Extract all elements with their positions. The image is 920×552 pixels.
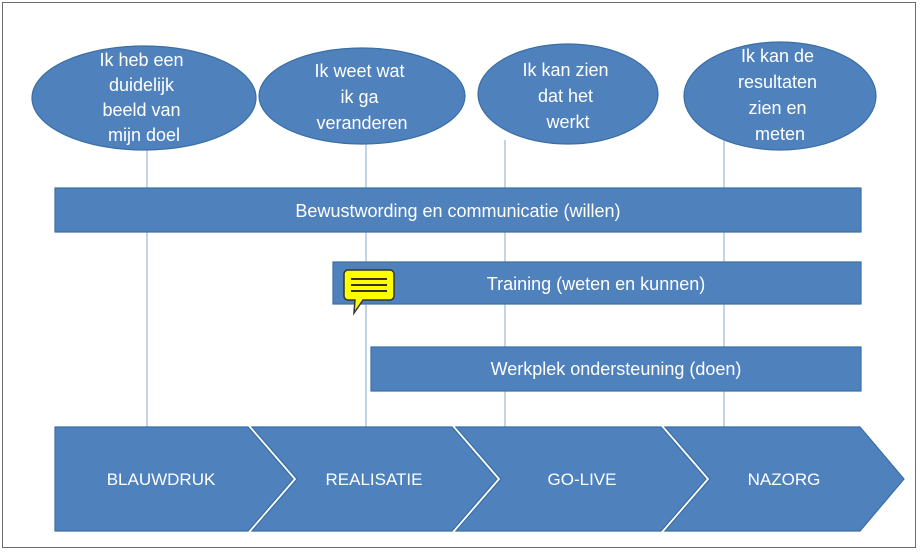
goal-3-text: Ik kan zien dat het werkt (522, 60, 613, 132)
bar-awareness: Bewustwording en communicatie (willen) (54, 187, 862, 233)
bar-training-label: Training (weten en kunnen) (487, 274, 705, 294)
bar-workplace-support: Werkplek ondersteuning (doen) (370, 346, 862, 392)
goal-1-line-3: beeld van (102, 100, 180, 120)
phase-3-label: GO-LIVE (548, 470, 617, 489)
goal-4-line-2: resultaten (738, 72, 817, 92)
goal-ellipse-2: Ik weet wat ik ga veranderen (258, 47, 466, 145)
goal-ellipse-4: Ik kan de resultaten zien en meten (683, 41, 877, 151)
goal-4-line-3: zien en (748, 98, 806, 118)
bar-awareness-label: Bewustwording en communicatie (willen) (295, 201, 620, 221)
goal-3-line-2: dat het (538, 86, 593, 106)
goal-2-text: Ik weet wat ik ga veranderen (314, 61, 409, 133)
goal-3-line-3: werkt (545, 112, 589, 132)
goal-1-line-2: duidelijk (109, 75, 175, 95)
phase-chevron-3: GO-LIVE (454, 426, 707, 532)
goal-2-line-3: veranderen (316, 113, 407, 133)
phase-chevron-2: REALISATIE (250, 426, 498, 532)
goal-1-text: Ik heb een duidelijk beeld van mijn doel (99, 50, 188, 145)
goal-1-line-4: mijn doel (108, 125, 180, 145)
phase-chevron-1: BLAUWDRUK (54, 426, 294, 532)
phase-1-label: BLAUWDRUK (107, 470, 216, 489)
goal-3-line-1: Ik kan zien (522, 60, 608, 80)
phase-chevron-4: NAZORG (663, 426, 905, 532)
goal-4-line-4: meten (755, 124, 805, 144)
goal-4-text: Ik kan de resultaten zien en meten (738, 46, 822, 144)
bar-workplace-support-label: Werkplek ondersteuning (doen) (491, 359, 742, 379)
goal-ellipse-1: Ik heb een duidelijk beeld van mijn doel (31, 45, 257, 151)
goal-1-line-1: Ik heb een (99, 50, 183, 70)
goal-4-line-1: Ik kan de (741, 46, 814, 66)
phase-2-label: REALISATIE (326, 470, 423, 489)
goal-2-line-2: ik ga (340, 87, 379, 107)
speech-bubble-icon[interactable] (343, 269, 395, 316)
goal-ellipse-3: Ik kan zien dat het werkt (477, 43, 659, 145)
phase-4-label: NAZORG (748, 470, 821, 489)
goal-2-line-1: Ik weet wat (314, 61, 404, 81)
bar-training: Training (weten en kunnen) (332, 261, 862, 305)
